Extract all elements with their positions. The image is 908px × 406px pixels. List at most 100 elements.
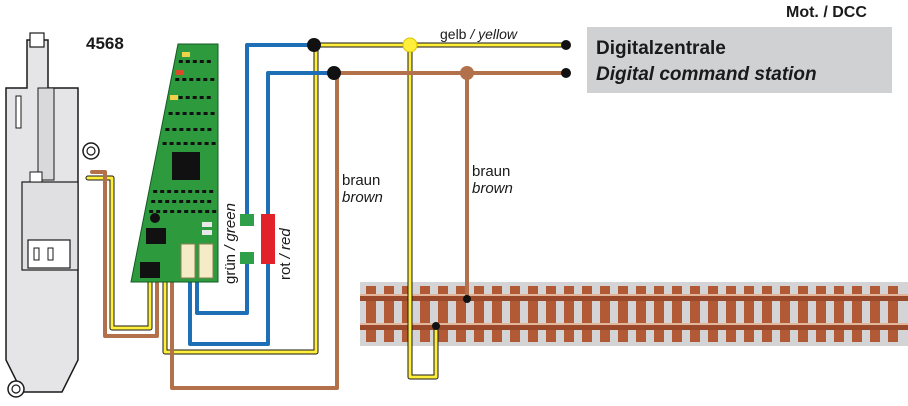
track-sleeper xyxy=(618,286,628,342)
track-sleeper xyxy=(654,286,664,342)
pcb-components xyxy=(149,60,217,213)
track xyxy=(360,282,908,346)
track-sleeper xyxy=(546,286,556,342)
track-sleeper xyxy=(384,286,394,342)
rail-top xyxy=(360,294,908,301)
pcb-pad xyxy=(176,70,184,75)
track-sleeper xyxy=(600,286,610,342)
connector-pin xyxy=(47,247,54,261)
pcb-smd-part xyxy=(207,128,212,131)
pcb-main-chip xyxy=(172,152,200,180)
pcb-smd-part xyxy=(149,210,154,213)
track-sleeper xyxy=(870,286,880,342)
track-sleeper xyxy=(726,286,736,342)
pcb-relay-right xyxy=(198,243,214,279)
pcb-smd-part xyxy=(172,128,177,131)
pcb-smd-part xyxy=(196,112,201,115)
track-sleeper xyxy=(690,286,700,342)
brown-middle-en: brown xyxy=(342,189,383,206)
track-sleeper xyxy=(474,286,484,342)
junctions xyxy=(307,37,571,330)
green-wire-label: grün / green xyxy=(222,203,239,284)
track-sleeper xyxy=(888,286,898,342)
pcb-smd-part xyxy=(203,112,208,115)
station-title-de: Digitalzentrale xyxy=(596,38,726,59)
pcb-chip-3 xyxy=(140,262,160,278)
pcb-smd-part xyxy=(200,128,205,131)
junction-brown xyxy=(460,66,474,80)
drive-slot-left xyxy=(15,95,22,129)
track-sleeper xyxy=(762,286,772,342)
pcb-smd-part xyxy=(210,112,215,115)
pcb-smd-part xyxy=(182,78,187,81)
pcb-smd-part xyxy=(199,60,204,63)
pcb-smd-part xyxy=(189,112,194,115)
wire-brown xyxy=(90,71,567,390)
decoder-model-label: 4568 xyxy=(86,34,124,53)
pcb-smd-part xyxy=(165,128,170,131)
track-sleeper xyxy=(402,286,412,342)
pcb-smd-part xyxy=(156,210,161,213)
pcb-smd-part xyxy=(162,142,167,145)
pcb-smd-part xyxy=(198,210,203,213)
drive-tab xyxy=(29,171,43,183)
command-station-box xyxy=(587,27,892,93)
drive-screw-inner xyxy=(86,146,96,156)
pcb-smd-part xyxy=(175,78,180,81)
track-sleeper xyxy=(366,286,376,342)
pcb-smd-part xyxy=(202,190,207,193)
pcb-smd-part xyxy=(176,142,181,145)
red-label-de: rot xyxy=(277,262,294,280)
rail-contact-yellow xyxy=(432,322,440,330)
track-sleeper xyxy=(708,286,718,342)
rail-top-highlight xyxy=(360,294,908,296)
brown-middle-de: braun xyxy=(342,172,381,189)
red-label-en: red xyxy=(277,228,294,250)
decoder-pcb xyxy=(130,43,219,283)
yellow-label-en: yellow xyxy=(478,26,518,42)
yellow-label-de: gelb xyxy=(440,26,467,42)
pcb-smd-part xyxy=(186,200,191,203)
pcb-smd-part xyxy=(206,60,211,63)
red-label-sep: / xyxy=(277,249,294,263)
wire-blue xyxy=(188,43,332,346)
pcb-smd-part xyxy=(190,142,195,145)
pcb-smd-part xyxy=(181,190,186,193)
track-sleeper xyxy=(456,286,466,342)
pcb-smd-part xyxy=(170,210,175,213)
pcb-smd-part xyxy=(168,112,173,115)
pcb-smd-part xyxy=(206,96,211,99)
pcb-smd-part xyxy=(200,200,205,203)
track-sleeper xyxy=(528,286,538,342)
pcb-smd-part xyxy=(205,210,210,213)
pcb-smd-part xyxy=(193,128,198,131)
pcb-smd-part xyxy=(183,142,188,145)
pcb-smd-part xyxy=(209,190,214,193)
rail-bottom xyxy=(360,323,908,330)
pcb-smd-part xyxy=(153,190,158,193)
pcb-relay-left xyxy=(180,243,196,279)
green-label-sep: / xyxy=(222,241,239,254)
pcb-smd-part xyxy=(191,210,196,213)
green-label-de: grün xyxy=(222,253,239,284)
pcb-smd-part xyxy=(172,200,177,203)
drive-top-slot xyxy=(29,32,45,48)
junction-yellow xyxy=(402,37,418,53)
sleeve-red-band xyxy=(261,226,275,252)
track-sleeper xyxy=(816,286,826,342)
green-label-en: green xyxy=(222,203,239,242)
pcb-smd-part xyxy=(174,190,179,193)
pcb-pad xyxy=(170,95,178,100)
track-sleeper xyxy=(744,286,754,342)
pcb-smd-part xyxy=(160,190,165,193)
junction-blue-brown xyxy=(327,66,341,80)
mot-dcc-label: Mot. / DCC xyxy=(786,4,867,21)
pcb-smd-part xyxy=(195,190,200,193)
pcb-smd-part xyxy=(188,190,193,193)
pcb-smd-part xyxy=(193,200,198,203)
pcb-smd-part xyxy=(184,210,189,213)
pcb-smd-part xyxy=(167,190,172,193)
connector-pin xyxy=(33,247,40,261)
pcb-smd-part xyxy=(177,210,182,213)
